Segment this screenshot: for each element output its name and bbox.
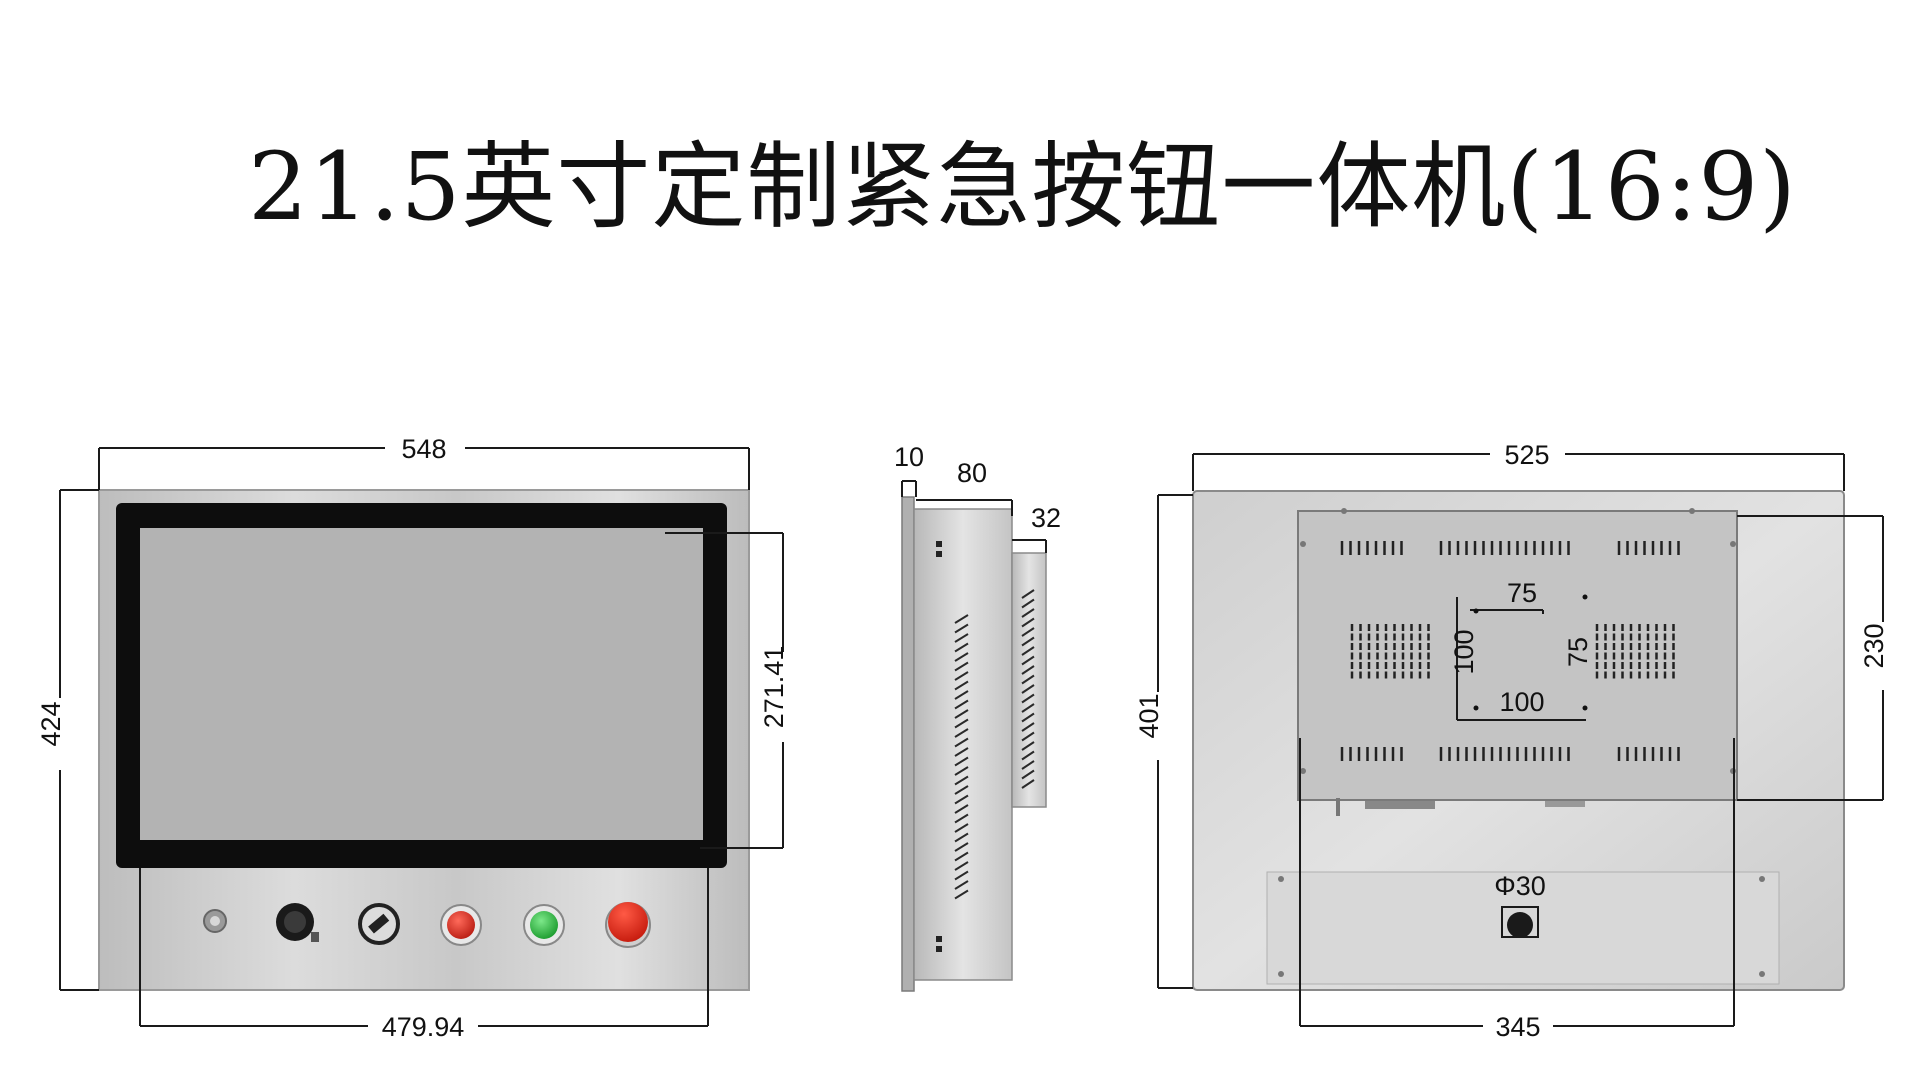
green-pushbutton [523,904,565,946]
emergency-stop-button [605,902,651,948]
page-title: 21.5英寸定制紧急按钮一体机(16:9) [248,133,1797,242]
dim-rear-height: 401 [1134,693,1164,738]
dim-side-bezel: 10 [894,442,924,472]
rear-screws [1278,508,1765,977]
dim-module-width: 345 [1495,1012,1540,1042]
side-vents [954,614,969,900]
dim-front-height: 424 [36,701,66,746]
button-hole [1507,912,1533,938]
box-vents [1021,589,1035,789]
dim-front-width: 548 [401,434,446,464]
red-pushbutton [440,904,482,946]
front-screen [140,528,703,840]
indicator-led [203,909,227,933]
front-view: 548 424 271.41 479.94 [36,434,789,1042]
dim-screen-width: 479.94 [382,1012,465,1042]
dim-screen-height: 271.41 [759,646,789,729]
side-view: 10 80 32 [894,442,1061,992]
side-body [913,508,1013,981]
dim-vesa-top: 75 [1507,578,1537,608]
dim-vesa-right: 75 [1563,637,1593,667]
key-switch [276,903,319,942]
dim-vesa-bottom: 100 [1499,687,1544,717]
dim-side-box: 32 [1031,503,1061,533]
rear-vents [1340,541,1680,761]
dim-rear-width: 525 [1504,440,1549,470]
rear-view: 75 100 75 100 Φ30 [1134,440,1889,1042]
dim-module-height: 230 [1859,623,1889,668]
side-bezel [901,496,915,992]
selector-switch [358,903,400,945]
dim-vesa-left: 100 [1449,629,1479,674]
dim-hole: Φ30 [1494,871,1546,901]
dim-side-depth: 80 [957,458,987,488]
